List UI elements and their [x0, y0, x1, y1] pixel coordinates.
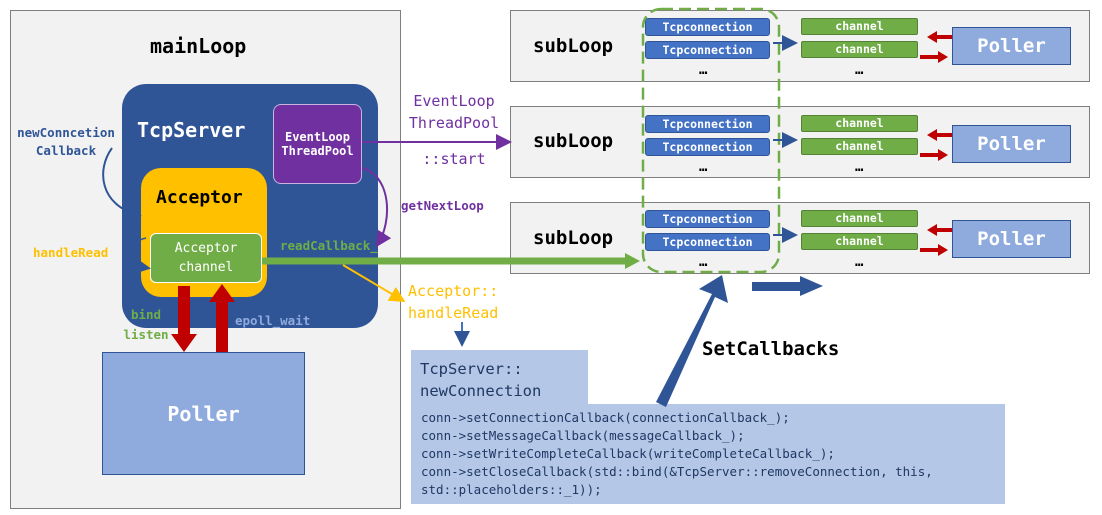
channel-box: channel — [801, 233, 918, 250]
sub-poller-box: Poller — [952, 125, 1071, 163]
connections-dashed-group — [641, 7, 781, 274]
set-callbacks-arrow — [656, 275, 728, 407]
connection-ellipsis: … — [699, 62, 708, 78]
channel-to-subloop-head — [625, 253, 640, 269]
channel-box: channel — [801, 210, 918, 227]
pool-outer-start: ::start — [422, 150, 486, 168]
tcp-connection-box: Tcpconnection — [645, 210, 770, 228]
epoll-wait-label: epoll_wait — [235, 313, 311, 328]
tcp-connection-box: Tcpconnection — [645, 115, 770, 133]
tcp-server-title: TcpServer — [137, 118, 246, 142]
connection-to-channel-arrows — [773, 35, 798, 243]
new-connection-callback-arrow — [102, 147, 142, 220]
code-header-line2: newConnection — [420, 382, 542, 400]
epoll-wait-arrow-shaft — [216, 300, 228, 352]
listen-label: listen — [123, 327, 169, 342]
handle-read-arrow — [131, 237, 151, 273]
right-flow-arrow-head — [800, 276, 823, 296]
main-loop-title: mainLoop — [150, 34, 247, 58]
tcp-connection-box: Tcpconnection — [645, 18, 770, 36]
acceptor-channel-box: Acceptor channel — [150, 233, 262, 283]
set-callbacks-label: SetCallbacks — [702, 338, 840, 360]
sub-loop-title: subLoop — [533, 35, 614, 57]
channel-ellipsis: … — [855, 62, 864, 78]
channel-ellipsis: … — [855, 254, 864, 270]
new-connection-callback-label: newConncetion Callback — [8, 124, 124, 160]
sub-poller-label: Poller — [977, 35, 1046, 57]
handle-read-label: handleRead — [33, 245, 109, 260]
get-next-loop-label: getNextLoop — [401, 198, 484, 213]
connection-ellipsis: … — [699, 159, 708, 175]
poller-channel-arrows — [920, 31, 952, 256]
connection-ellipsis: … — [699, 254, 708, 270]
channel-box: channel — [801, 41, 918, 58]
new-connection-callback-line1: newConncetion — [17, 125, 115, 140]
sub-loop-title: subLoop — [533, 227, 614, 249]
acceptor-handle-read-arrow — [342, 264, 406, 303]
bind-listen-arrow-shaft — [178, 286, 190, 336]
channel-box: channel — [801, 18, 918, 35]
event-loop-thread-pool-line1: EventLoop — [284, 130, 351, 144]
code-header-text: TcpServer:: newConnection — [420, 358, 541, 402]
tcp-connection-box: Tcpconnection — [645, 233, 770, 251]
acceptor-channel-line2: channel — [178, 260, 234, 275]
sub-loop-title: subLoop — [533, 130, 614, 152]
sub-poller-label: Poller — [977, 228, 1046, 250]
channel-box: channel — [801, 115, 918, 132]
code-header-line1: TcpServer:: — [420, 360, 523, 378]
acceptor-handle-read-line1: Acceptor:: — [408, 282, 499, 300]
code-line: conn->setWriteCompleteCallback(writeComp… — [421, 446, 835, 461]
sub-poller-box: Poller — [952, 27, 1071, 65]
code-line: std::placeholders::_1)); — [421, 482, 602, 497]
bind-listen-arrow-head — [171, 334, 197, 352]
event-loop-thread-pool-line2: ThreadPool — [281, 144, 354, 158]
event-loop-thread-pool-box: EventLoop ThreadPool — [273, 104, 362, 184]
pool-outer-line1: EventLoop — [413, 92, 495, 110]
tcp-connection-box: Tcpconnection — [645, 138, 770, 156]
new-connection-code-header: TcpServer:: newConnection — [411, 350, 588, 406]
code-line: conn->setConnectionCallback(connectionCa… — [421, 410, 790, 425]
pool-outer-line2: ThreadPool — [408, 114, 500, 132]
right-flow-arrow-shaft — [752, 282, 802, 291]
bind-listen-label: bind listen — [117, 305, 175, 345]
new-connection-code-block: conn->setConnectionCallback(connectionCa… — [411, 404, 1005, 504]
acceptor-title: Acceptor — [156, 187, 243, 208]
main-poller-label: Poller — [167, 401, 240, 426]
channel-ellipsis: … — [855, 159, 864, 175]
new-connection-callback-line2: Callback — [35, 143, 97, 158]
code-line: conn->setCloseCallback(std::bind(&TcpSer… — [421, 464, 933, 479]
read-callback-label: readCallback_ — [280, 238, 378, 253]
bind-label: bind — [130, 307, 162, 322]
acceptor-channel-line1: Acceptor — [174, 241, 238, 256]
epoll-wait-arrow-head — [209, 284, 235, 302]
acceptor-handle-read-label: Acceptor:: handleRead — [408, 280, 498, 324]
sub-poller-label: Poller — [977, 133, 1046, 155]
sub-poller-box: Poller — [952, 220, 1071, 258]
get-next-loop-arrow — [361, 167, 392, 248]
thread-pool-start-label: EventLoop ThreadPool ::start — [402, 90, 506, 170]
channel-box: channel — [801, 138, 918, 155]
main-poller-box: Poller — [102, 352, 305, 475]
tcp-connection-box: Tcpconnection — [645, 41, 770, 59]
code-line: conn->setMessageCallback(messageCallback… — [421, 428, 745, 443]
acceptor-handle-read-line2: handleRead — [408, 304, 499, 322]
